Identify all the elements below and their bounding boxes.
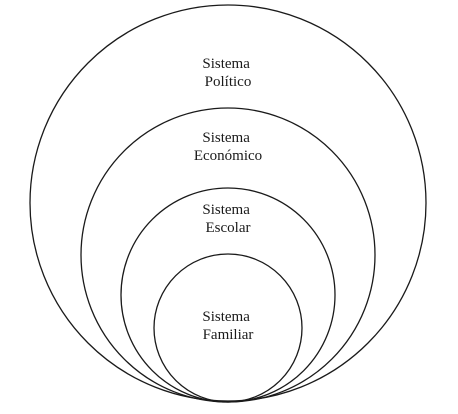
economic-system-label: Sistema Económico [194, 130, 262, 164]
family-system-label: Sistema Familiar [202, 309, 253, 343]
school-system-label-line2: Escolar [206, 220, 251, 236]
family-system-label-line1: Sistema [202, 309, 250, 325]
school-system: Sistema Escolar [120, 187, 336, 403]
economic-system-label-line1: Sistema [202, 130, 250, 146]
school-system-label-line1: Sistema [202, 202, 250, 218]
economic-system: Sistema Económico [80, 107, 376, 403]
school-system-label: Sistema Escolar [202, 202, 253, 236]
political-system-label: Sistema Político [202, 56, 253, 90]
political-system-label-line1: Sistema [202, 56, 250, 72]
economic-system-label-line2: Económico [194, 148, 262, 164]
political-system: Sistema Político [29, 4, 427, 402]
political-system-label-line2: Político [205, 74, 252, 90]
family-system: Sistema Familiar [153, 253, 303, 403]
political-system-circle [29, 4, 427, 402]
family-system-circle [153, 253, 303, 403]
family-system-label-line2: Familiar [203, 327, 254, 343]
